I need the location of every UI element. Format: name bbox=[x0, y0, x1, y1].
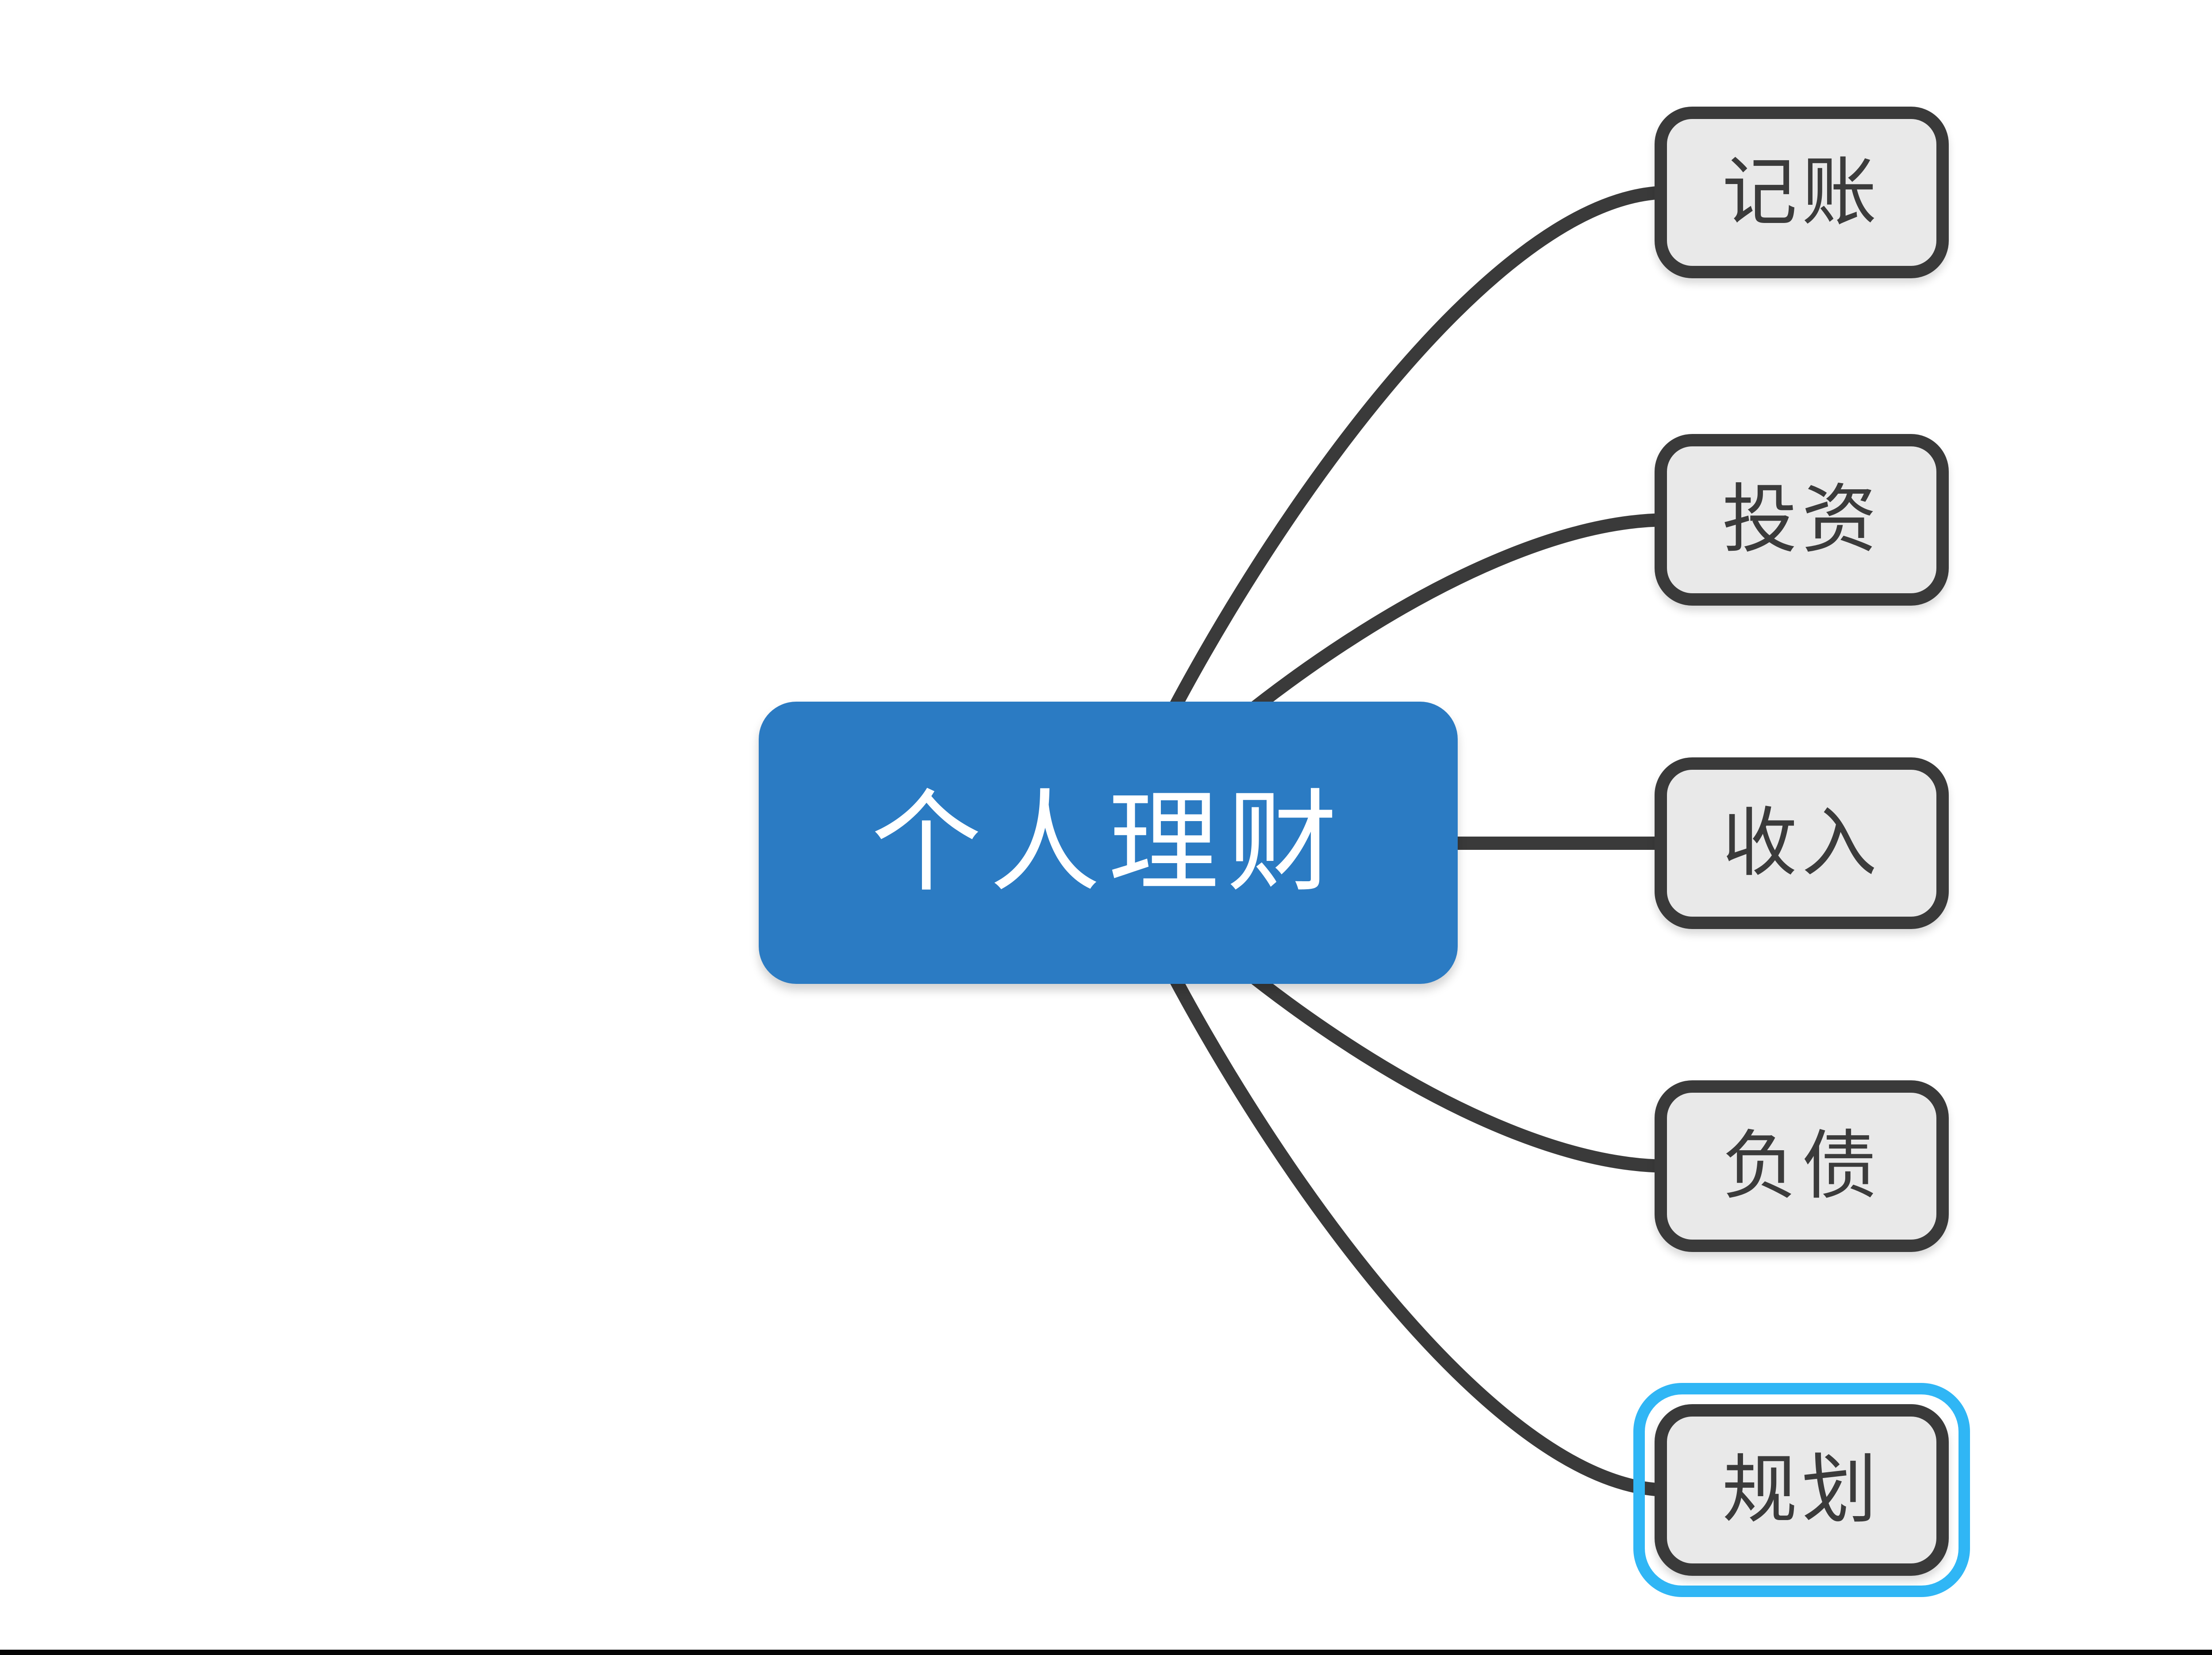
subtopic-label: 投资 bbox=[1722, 478, 1882, 562]
subtopic-node-5-selected[interactable]: 规划 bbox=[1655, 1404, 1949, 1576]
subtopic-node-4[interactable]: 负债 bbox=[1655, 1080, 1949, 1252]
subtopic-label: 收入 bbox=[1722, 801, 1882, 885]
subtopic-node-1[interactable]: 记账 bbox=[1655, 107, 1949, 278]
subtopic-label: 规划 bbox=[1722, 1448, 1882, 1532]
central-topic-label: 个人理财 bbox=[871, 781, 1345, 904]
screen-bottom-bar bbox=[0, 1650, 2212, 1655]
subtopic-node-2[interactable]: 投资 bbox=[1655, 434, 1949, 606]
selection-outline bbox=[1633, 1383, 1970, 1597]
subtopic-node-3[interactable]: 收入 bbox=[1655, 757, 1949, 929]
subtopic-label: 负债 bbox=[1722, 1124, 1882, 1208]
subtopic-label: 记账 bbox=[1722, 150, 1882, 234]
central-topic-node[interactable]: 个人理财 bbox=[759, 702, 1458, 984]
